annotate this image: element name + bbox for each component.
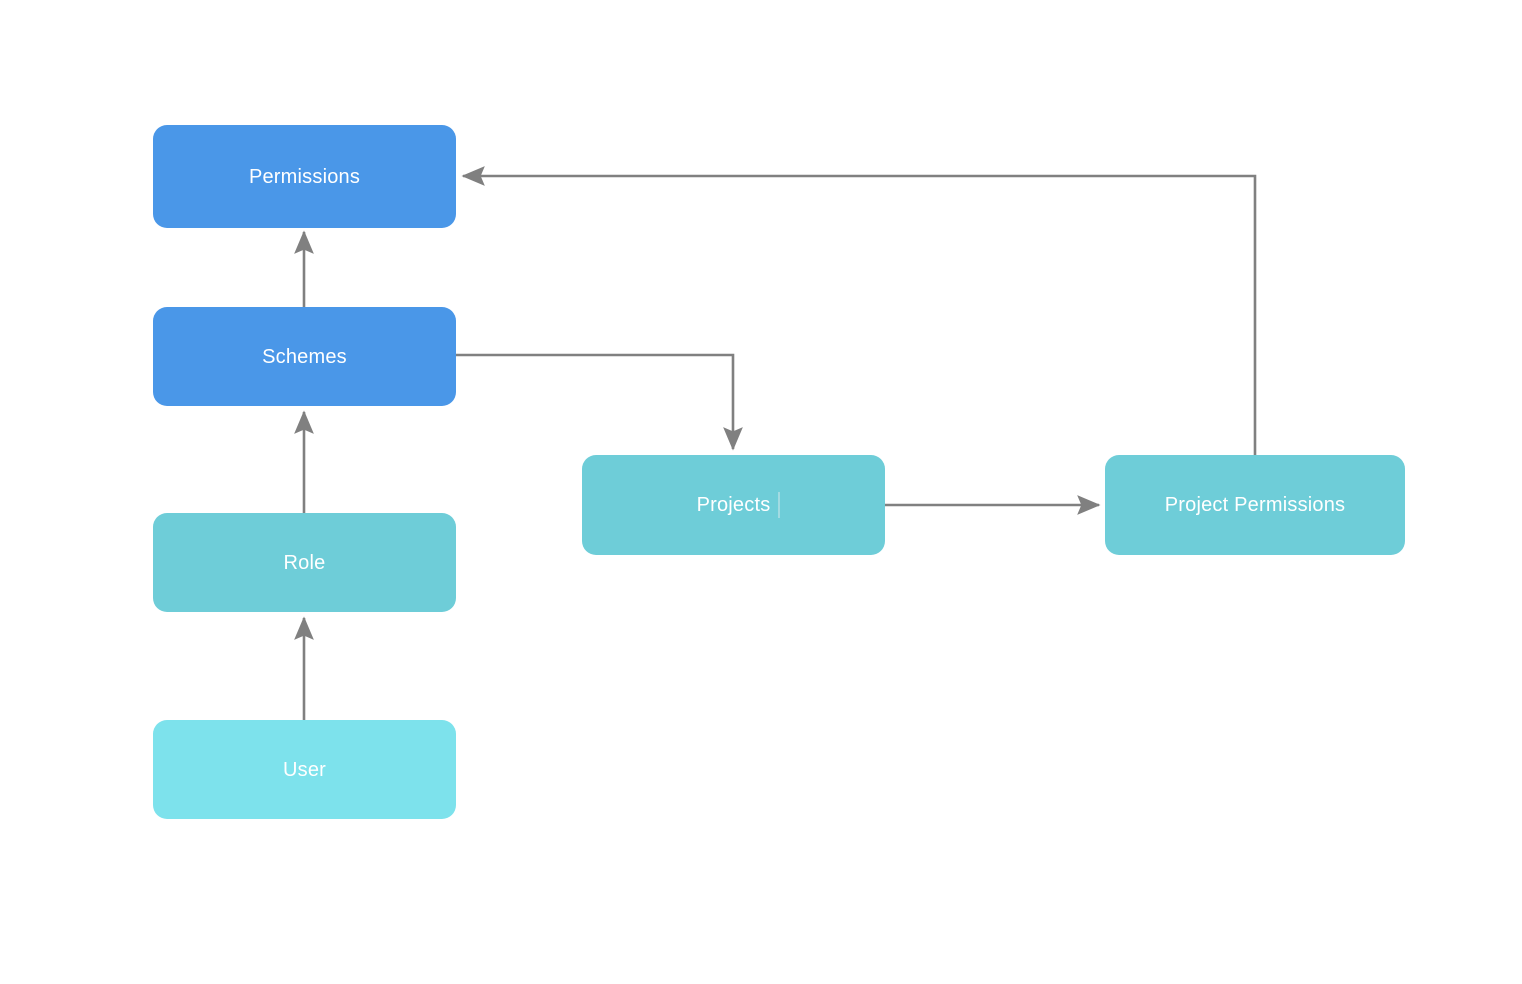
node-projects-label: Projects	[696, 494, 771, 516]
node-permissions-label: Permissions	[248, 165, 361, 188]
edge-schemes-to-projects	[456, 353, 743, 451]
node-user[interactable]: User	[153, 720, 456, 819]
node-projects[interactable]: Projects	[582, 455, 885, 555]
node-project-permissions-label: Project Permissions	[1164, 494, 1346, 516]
node-project-permissions[interactable]: Project Permissions	[1105, 455, 1405, 555]
node-role[interactable]: Role	[153, 513, 456, 612]
node-schemes[interactable]: Schemes	[153, 307, 456, 406]
text-caret	[778, 492, 781, 518]
node-schemes-label: Schemes	[262, 345, 347, 368]
node-permissions[interactable]: Permissions	[153, 125, 456, 228]
node-role-label: Role	[283, 551, 326, 574]
edge-project-permissions-to-permissions	[461, 166, 1257, 455]
node-user-label: User	[282, 758, 327, 781]
